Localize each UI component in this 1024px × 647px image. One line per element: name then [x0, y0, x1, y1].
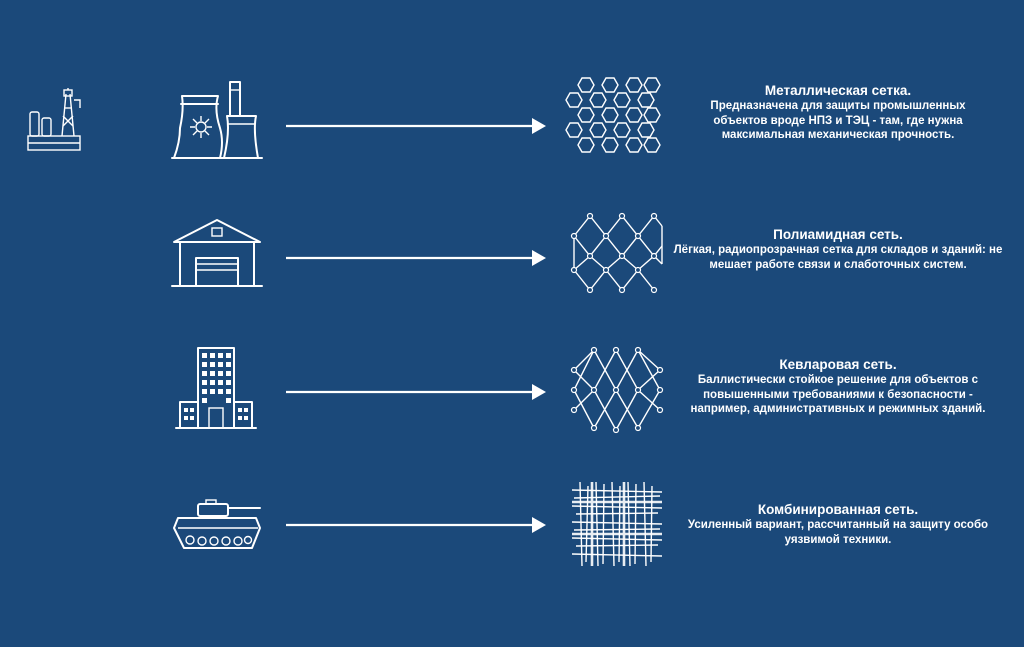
hexagon-mesh-icon — [565, 77, 661, 153]
diamond-mesh-icon — [570, 346, 664, 434]
arrow — [286, 517, 546, 533]
arrow — [286, 250, 546, 266]
mesh-description: Кевларовая сеть. Баллистически стойкое р… — [672, 356, 1004, 417]
tank-icon — [173, 499, 261, 549]
office-building-icon — [175, 347, 257, 429]
mesh-text: Предназначена для защиты промышленных об… — [710, 100, 966, 141]
mesh-title: Металлическая сетка. — [764, 83, 912, 98]
diamond-mesh-icon — [570, 212, 663, 294]
mesh-description: Комбинированная сеть. Усиленный вариант,… — [668, 501, 1008, 547]
power-plant-icon — [171, 81, 263, 159]
mesh-description: Полиамидная сеть. Лёгкая, радиопрозрачна… — [666, 226, 1010, 272]
mesh-text: Лёгкая, радиопрозрачная сетка для складо… — [673, 244, 1003, 271]
mesh-text: Баллистически стойкое решение для объект… — [690, 374, 986, 415]
mesh-description: Металлическая сетка. Предназначена для з… — [686, 82, 990, 143]
arrow — [286, 118, 546, 134]
mesh-title: Полиамидная сеть. — [773, 227, 903, 242]
mesh-text: Усиленный вариант, рассчитанный на защит… — [687, 519, 989, 546]
mesh-title: Кевларовая сеть. — [779, 357, 897, 372]
refinery-icon — [27, 88, 81, 151]
woven-mesh-icon — [571, 481, 663, 567]
warehouse-icon — [171, 219, 263, 287]
mesh-title: Комбинированная сеть. — [757, 502, 919, 517]
arrow — [286, 384, 546, 400]
